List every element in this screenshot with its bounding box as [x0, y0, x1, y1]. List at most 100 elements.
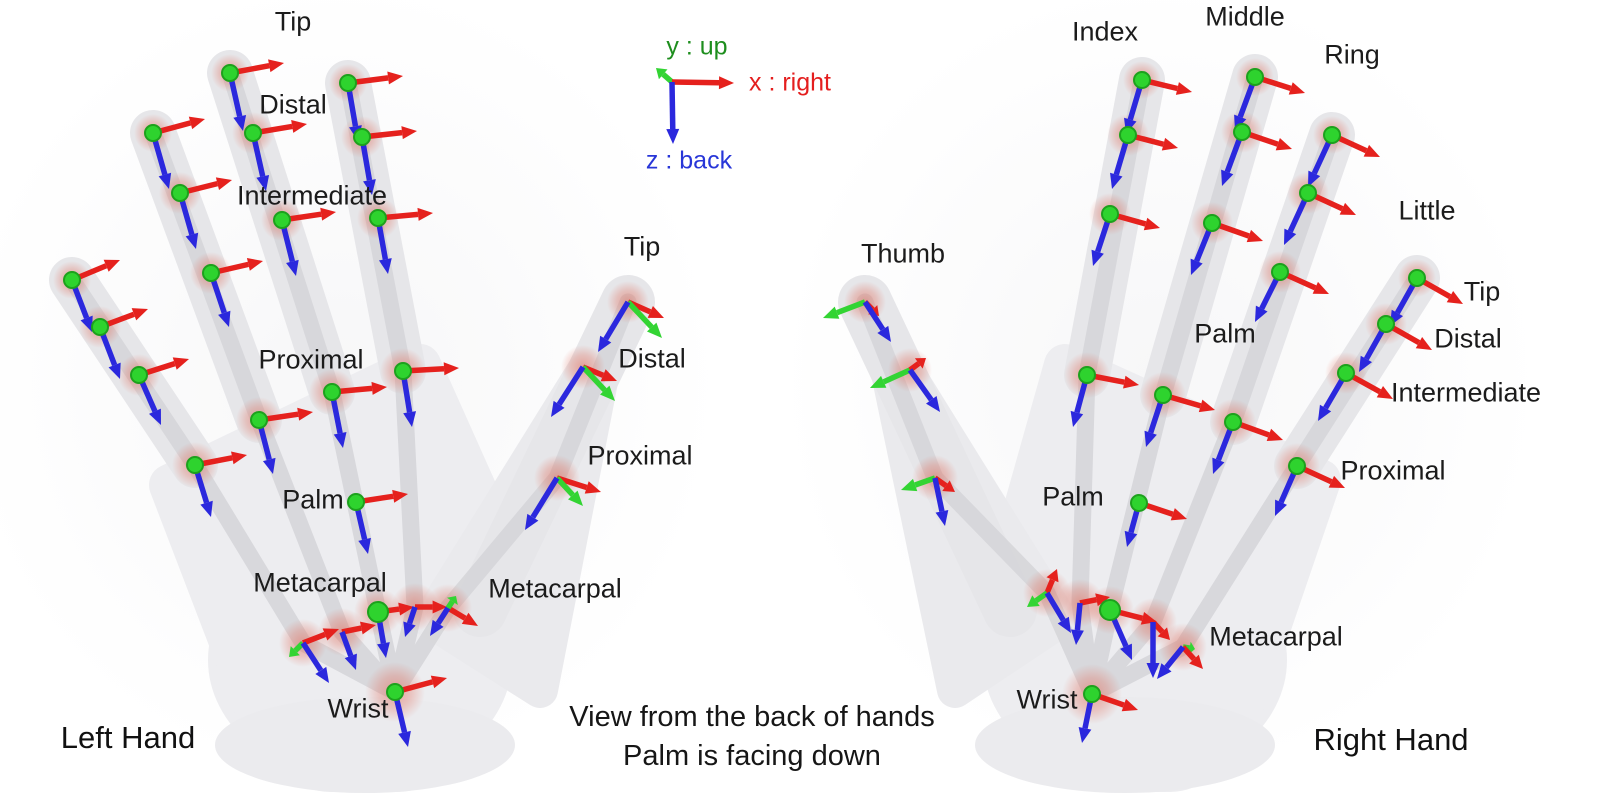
right-label-thumb: Thumb: [860, 238, 946, 269]
right-little-tip-joint-dot: [1408, 269, 1426, 287]
right-little-intermediate-frame: [1318, 364, 1393, 421]
view-caption-line1: View from the back of hands: [569, 701, 935, 733]
right-ring-distal-frame: [1284, 184, 1356, 245]
left-wrist-joint-dot: [386, 683, 404, 701]
right-metacarpal-index-z-axis-arrow: [1070, 602, 1084, 645]
right-palm-joint-dot: [1130, 494, 1148, 512]
left-palm-joint-dot: [347, 493, 365, 511]
right-label-middle: Middle: [1205, 1, 1285, 32]
left-metacarpal-thumb-z-axis-arrow: [430, 606, 451, 636]
left-metacarpal-ring-z-axis-arrow: [339, 631, 357, 670]
left-little-tip-joint-dot: [63, 271, 81, 289]
left-ring-tip-joint-dot: [144, 124, 162, 142]
right-hand-title: Right Hand: [1313, 722, 1469, 757]
right-ring-proximal-joint-dot: [1224, 413, 1242, 431]
right-metacarpal-thumb-x-axis-arrow: [1044, 569, 1059, 595]
left-middle-proximal-joint-dot: [323, 383, 341, 401]
right-thumb-tip-frame: [823, 299, 891, 342]
left-thumb-tip-z-axis-arrow: [598, 300, 631, 352]
right-middle-distal-frame: [1221, 123, 1292, 186]
left-label-metacarpal-thumb: Metacarpal: [488, 573, 622, 604]
left-index-tip-joint-dot: [339, 74, 357, 92]
joint-coordinate-frames: [63, 59, 1463, 747]
left-metacarpal-thumb-frame: [430, 596, 478, 636]
right-little-intermediate-joint-dot: [1337, 364, 1355, 382]
axis-legend-arrows: [656, 68, 734, 144]
axis-legend-x-label: x : right: [749, 68, 831, 97]
left-metacarpal-ring-x-axis-arrow: [341, 621, 376, 635]
left-index-intermediate-joint-dot: [369, 209, 387, 227]
left-metacarpal-thumb-x-axis-arrow: [446, 605, 478, 626]
left-index-distal-joint-dot: [353, 128, 371, 146]
left-little-proximal-frame: [186, 451, 247, 517]
right-middle-proximal-joint-dot: [1154, 386, 1172, 404]
right-index-intermediate-joint-dot: [1101, 205, 1119, 223]
right-little-proximal-frame: [1275, 457, 1345, 516]
right-label-metacarpal: Metacarpal: [1209, 621, 1343, 652]
left-label-intermediate: Intermediate: [236, 180, 388, 211]
left-middle-tip-joint-dot: [221, 64, 239, 82]
left-wrist-frame: [386, 675, 447, 747]
right-metacarpal-index-x-axis-arrow: [1079, 593, 1110, 607]
left-label-tip: Tip: [274, 6, 312, 37]
right-label-proximal: Proximal: [1340, 455, 1446, 486]
right-metacarpal-middle-joint-dot: [1099, 599, 1121, 621]
right-index-distal-frame: [1110, 126, 1178, 189]
left-index-proximal-joint-dot: [394, 362, 412, 380]
right-metacarpal-little-z-axis-arrow: [1157, 645, 1186, 679]
right-palm-frame: [1124, 494, 1187, 547]
left-thumb-tip-y-axis-arrow: [626, 300, 662, 338]
right-metacarpal-ring-frame: [1146, 620, 1170, 678]
left-metacarpal-little-z-axis-arrow: [300, 641, 329, 683]
left-label-wrist: Wrist: [327, 693, 389, 724]
right-metacarpal-little-frame: [1157, 641, 1203, 679]
left-palm-frame: [347, 489, 408, 554]
right-thumb-proximal-y-axis-arrow: [901, 475, 936, 492]
left-middle-intermediate-joint-dot: [273, 211, 291, 229]
left-label-metacarpal: Metacarpal: [253, 567, 387, 598]
right-metacarpal-thumb-frame: [1027, 569, 1071, 633]
right-index-proximal-joint-dot: [1078, 366, 1096, 384]
right-ring-tip-frame: [1308, 126, 1380, 187]
left-little-intermediate-joint-dot: [130, 366, 148, 384]
left-ring-distal-joint-dot: [171, 184, 189, 202]
right-middle-intermediate-frame: [1190, 214, 1263, 275]
right-metacarpal-ring-z-axis-arrow: [1146, 622, 1160, 678]
right-thumb-tip-y-axis-arrow: [823, 299, 866, 319]
left-thumb-tip-frame: [598, 299, 664, 352]
right-ring-intermediate-joint-dot: [1271, 263, 1289, 281]
right-ring-intermediate-frame: [1255, 263, 1329, 322]
left-thumb-proximal-z-axis-arrow: [525, 476, 560, 530]
right-wrist-frame: [1078, 685, 1138, 743]
axis-legend-y-label: y : up: [666, 32, 728, 61]
legend-z-axis-arrow: [666, 81, 680, 144]
right-ring-tip-joint-dot: [1323, 126, 1341, 144]
right-thumb-distal-x-axis-arrow: [908, 358, 926, 373]
left-label-palm: Palm: [282, 484, 344, 515]
right-little-distal-joint-dot: [1377, 315, 1395, 333]
right-metacarpal-thumb-z-axis-arrow: [1044, 591, 1071, 633]
left-middle-proximal-frame: [323, 381, 387, 448]
right-index-tip-joint-dot: [1133, 71, 1151, 89]
right-metacarpal-index-frame: [1070, 593, 1110, 645]
right-thumb-proximal-frame: [901, 475, 955, 526]
left-little-distal-joint-dot: [91, 318, 109, 336]
right-thumb-distal-z-axis-arrow: [907, 368, 940, 412]
left-label-distal: Distal: [259, 89, 327, 120]
left-middle-distal-joint-dot: [244, 124, 262, 142]
left-metacarpal-index-frame: [403, 600, 447, 637]
right-middle-distal-joint-dot: [1233, 123, 1251, 141]
right-label-intermediate: Intermediate: [1390, 377, 1542, 408]
left-ring-intermediate-joint-dot: [202, 264, 220, 282]
right-little-distal-frame: [1359, 315, 1432, 372]
left-thumb-proximal-frame: [525, 475, 601, 530]
right-metacarpal-middle-frame: [1099, 599, 1157, 660]
right-little-proximal-joint-dot: [1288, 457, 1306, 475]
right-label-palm-lower: Palm: [1042, 481, 1104, 512]
right-index-intermediate-frame: [1091, 205, 1160, 266]
left-index-proximal-frame: [394, 362, 459, 427]
left-hand-title: Left Hand: [60, 720, 196, 755]
right-wrist-joint-dot: [1083, 685, 1101, 703]
